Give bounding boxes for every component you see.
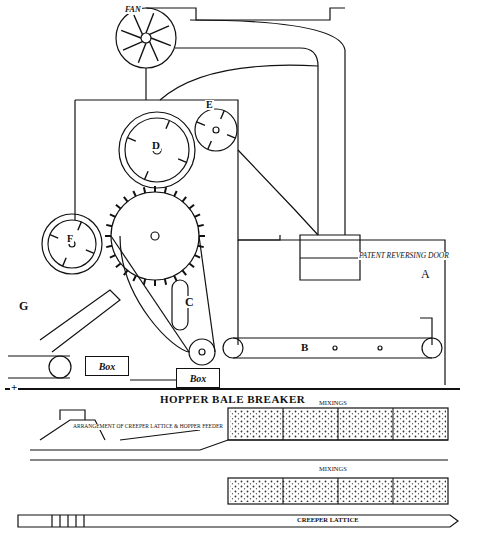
part-label: C (184, 296, 195, 308)
part-label: FAN (124, 6, 142, 14)
part-label: CREEPER LATTICE (296, 517, 359, 524)
part-label: E (205, 100, 214, 110)
part-label: A (420, 268, 431, 280)
part-label: + (10, 382, 18, 393)
part-label: D (151, 140, 161, 151)
box: Box (85, 356, 129, 376)
box: Box (176, 368, 220, 388)
figure-title: HOPPER BALE BREAKER (160, 393, 305, 405)
part-label: ARRANGEMENT OF CREEPER LATTICE & HOPPER … (72, 424, 224, 430)
part-label: MIXINGS (318, 400, 348, 407)
box-label: Box (190, 373, 207, 384)
part-label: F (66, 234, 74, 244)
part-label: G (18, 300, 29, 312)
part-label: B (300, 342, 309, 353)
box-label: Box (99, 361, 116, 372)
part-label: MIXINGS (318, 466, 348, 473)
part-label: PATENT REVERSING DOOR (358, 252, 450, 260)
